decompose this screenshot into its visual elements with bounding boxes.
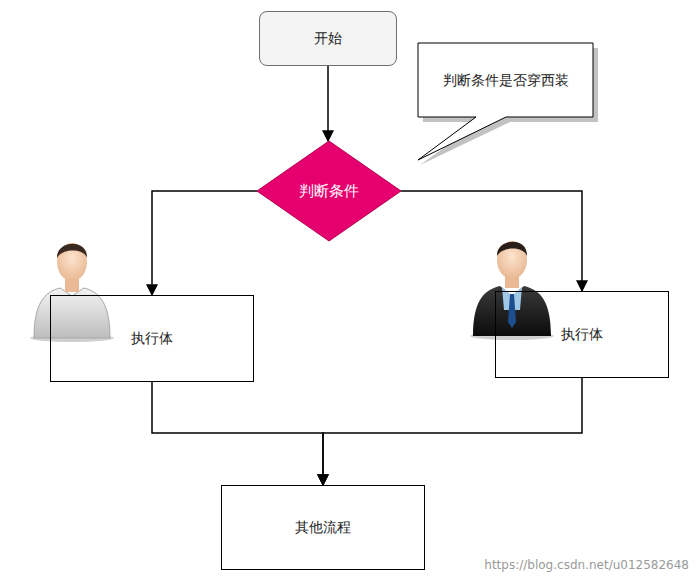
node-label: 其他流程	[295, 519, 351, 536]
process-box: 执行体	[50, 295, 254, 382]
flow-connector	[323, 378, 582, 485]
flow-connector	[152, 382, 323, 485]
node-label: 执行体	[131, 330, 173, 347]
flow-connector	[152, 191, 257, 295]
watermark: https://blog.csdn.net/u012582648	[484, 558, 689, 572]
node-label: 开始	[314, 30, 342, 47]
flow-connector	[327, 66, 329, 141]
process-box: 其他流程	[221, 485, 425, 570]
decision-diamond: 判断条件	[257, 141, 401, 241]
process-box: 执行体	[495, 291, 669, 378]
callout-bubble: 判断条件是否穿西装	[418, 43, 593, 117]
start-terminal: 开始	[259, 11, 397, 66]
node-label: 判断条件	[299, 182, 359, 200]
callout-text: 判断条件是否穿西装	[443, 72, 569, 89]
casual-person-icon	[30, 243, 114, 342]
flow-connector	[401, 191, 582, 291]
node-label: 执行体	[561, 326, 603, 343]
